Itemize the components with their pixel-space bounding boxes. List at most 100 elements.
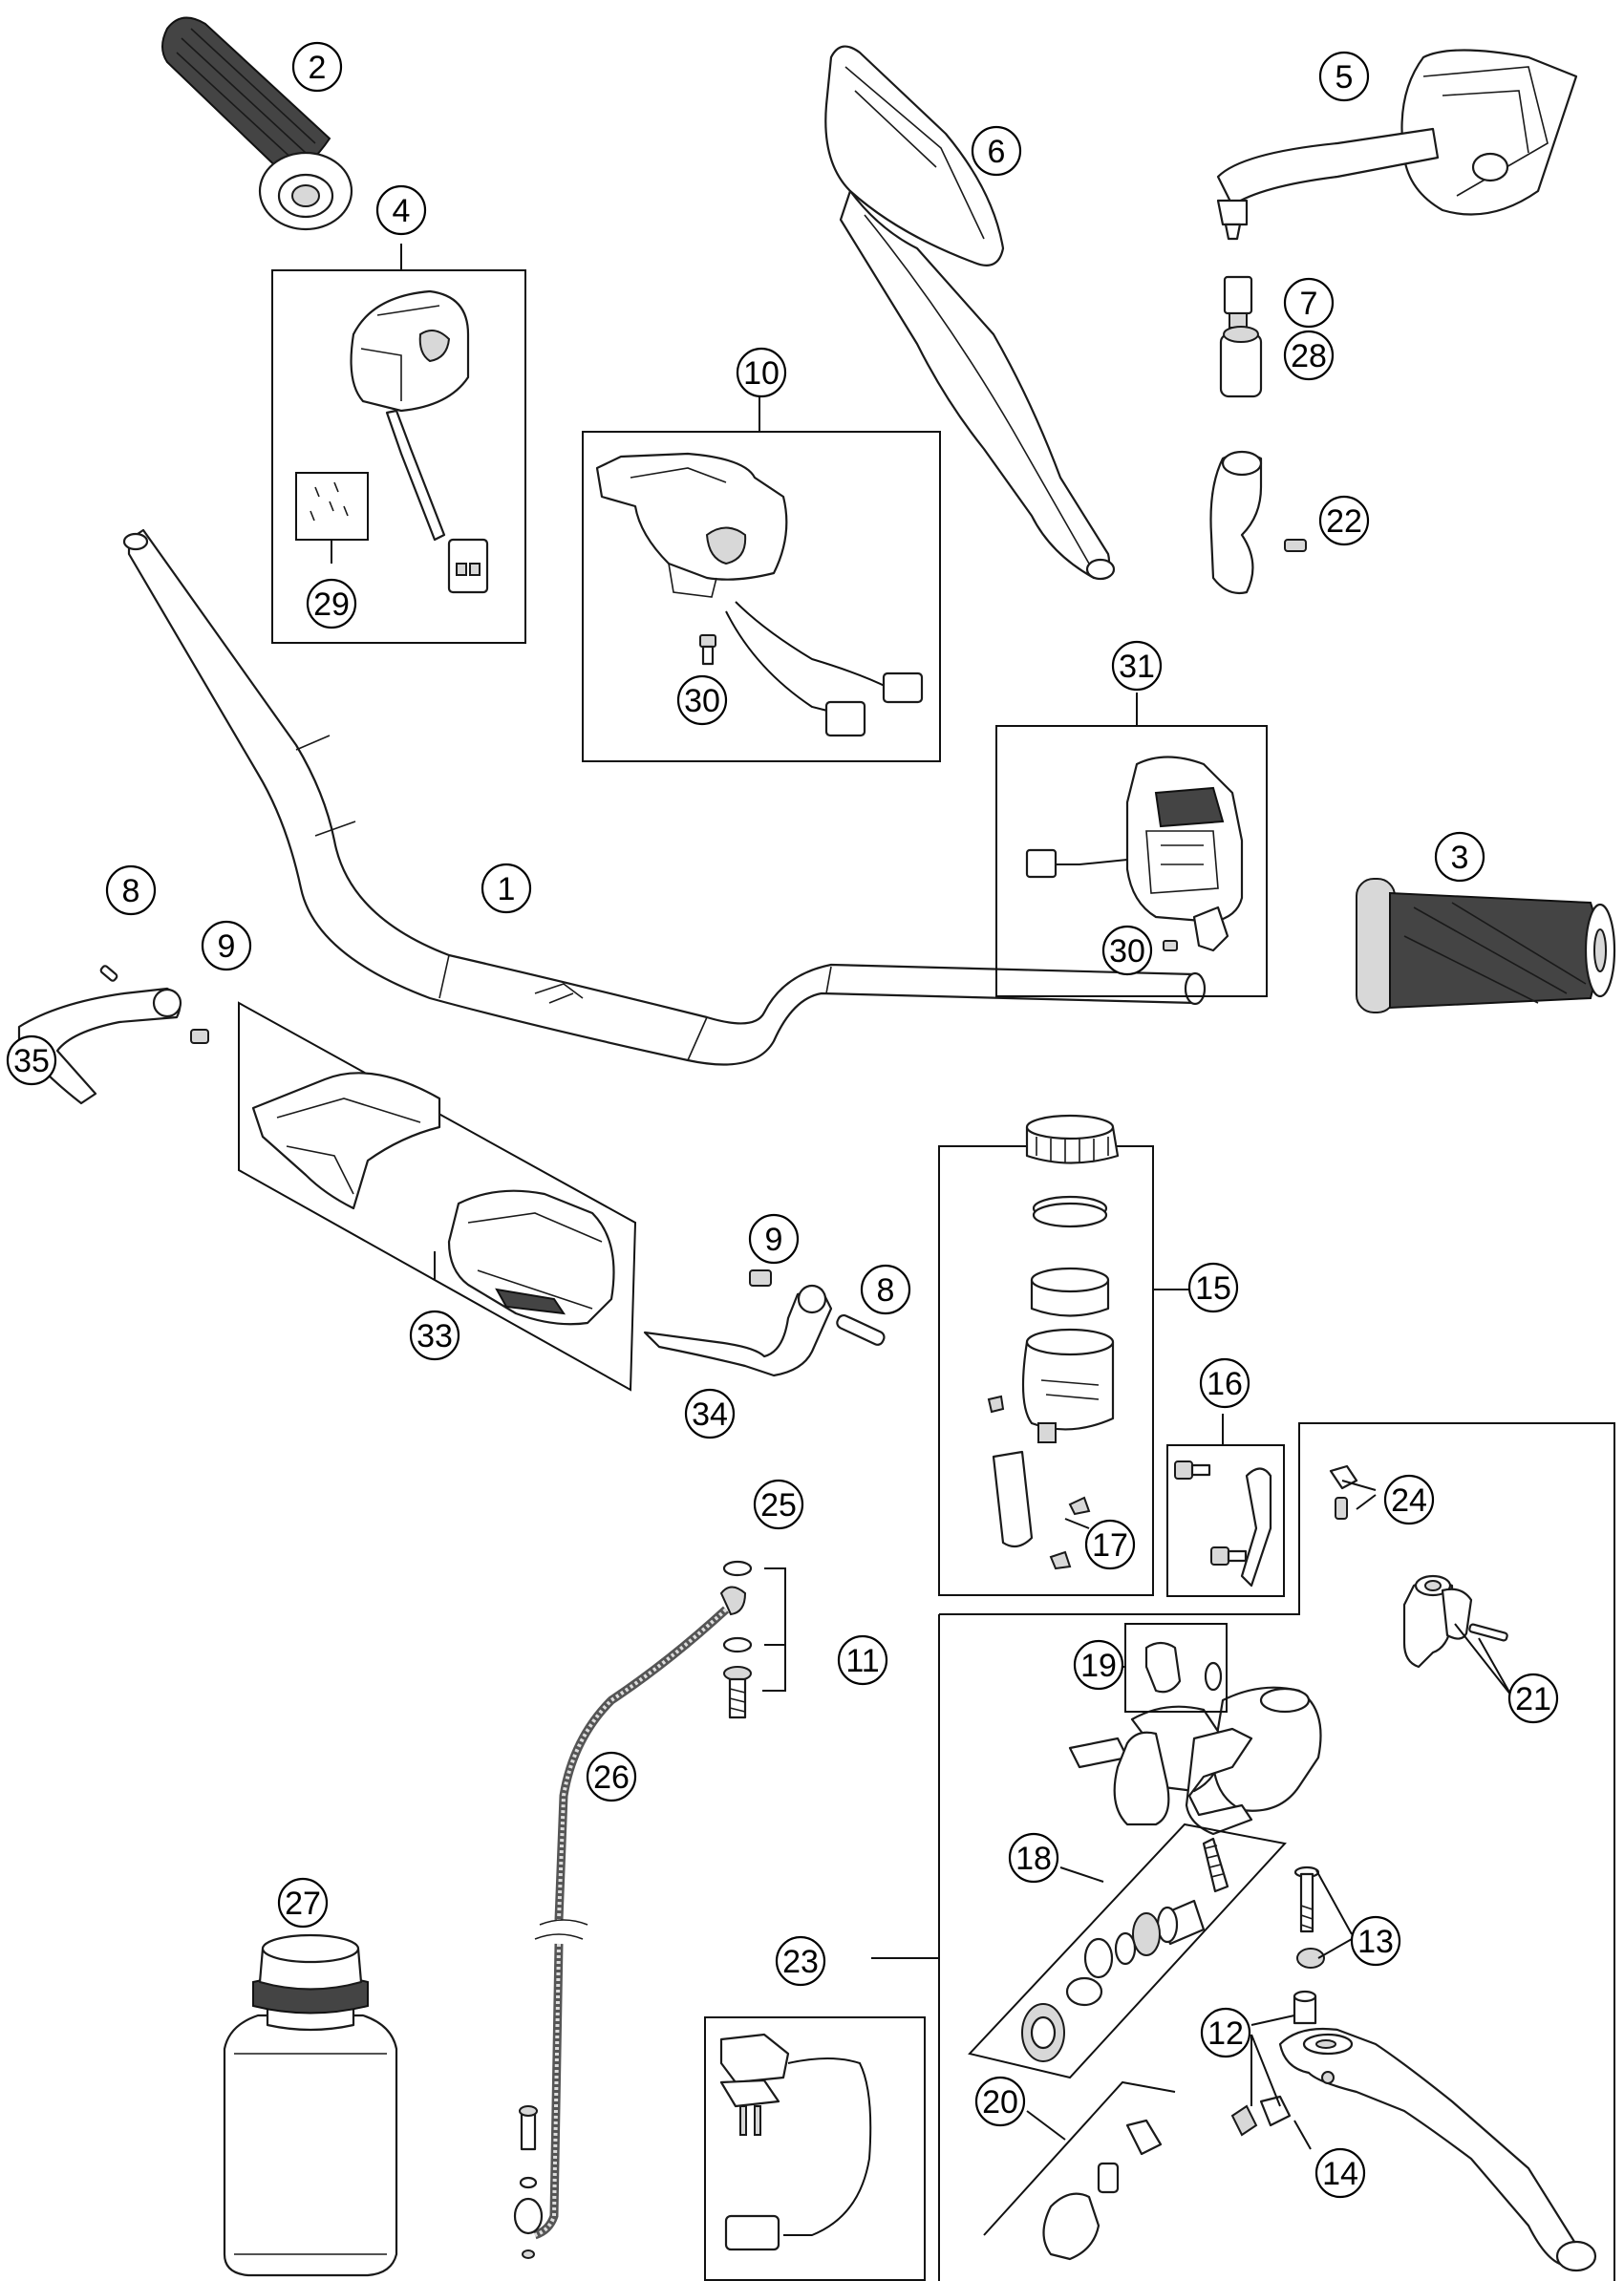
callout-20: 20 — [974, 2076, 1026, 2127]
reservoir-kit[interactable] — [938, 1114, 1189, 1596]
svg-text:8: 8 — [877, 1272, 895, 1309]
callout-26: 26 — [586, 1751, 637, 1802]
svg-text:22: 22 — [1326, 503, 1362, 540]
svg-text:26: 26 — [593, 1759, 630, 1796]
callout-16: 16 — [1199, 1357, 1250, 1409]
callout-13: 13 — [1350, 1915, 1401, 1967]
mirror-adapter[interactable] — [1223, 275, 1253, 329]
callout-3: 3 — [1434, 831, 1485, 883]
callout-35: 35 — [6, 1034, 57, 1086]
clamp-kit[interactable] — [1441, 1588, 1473, 1640]
callout-34: 34 — [684, 1388, 736, 1439]
callout-23: 23 — [775, 1935, 826, 1987]
svg-text:34: 34 — [692, 1396, 728, 1433]
handguard-bracket-right[interactable] — [643, 1269, 886, 1377]
callout-24: 24 — [1383, 1474, 1435, 1525]
callout-22: 22 — [1318, 495, 1370, 546]
callout-6: 6 — [971, 125, 1022, 177]
svg-text:9: 9 — [765, 1222, 783, 1258]
svg-text:25: 25 — [760, 1487, 797, 1524]
callout-31: 31 — [1111, 640, 1163, 692]
callout-29: 29 — [306, 578, 357, 629]
mirror-extension[interactable] — [1219, 326, 1263, 398]
callout-8-left: 8 — [105, 864, 157, 916]
svg-text:29: 29 — [313, 586, 350, 623]
callout-19: 19 — [1073, 1639, 1124, 1691]
svg-text:7: 7 — [1300, 286, 1318, 322]
switch-assembly-right[interactable] — [582, 431, 941, 762]
banjo-adapter[interactable] — [1122, 1623, 1228, 1713]
pivot-bolt[interactable] — [1293, 1865, 1325, 1969]
callout-33: 33 — [409, 1310, 460, 1361]
svg-text:20: 20 — [982, 2084, 1018, 2121]
svg-text:13: 13 — [1357, 1924, 1394, 1960]
handguard-set[interactable] — [238, 1001, 637, 1392]
callout-8-right: 8 — [860, 1264, 911, 1315]
callout-10: 10 — [736, 347, 787, 398]
piston-kit[interactable] — [968, 1823, 1287, 2079]
clamp-set[interactable] — [1166, 1414, 1285, 1597]
callout-14: 14 — [1314, 2147, 1366, 2199]
switch-assembly-left[interactable] — [271, 269, 526, 644]
svg-text:3: 3 — [1451, 840, 1469, 876]
callout-1: 1 — [481, 863, 532, 914]
start-stop-switch[interactable] — [995, 725, 1268, 997]
svg-text:35: 35 — [13, 1043, 50, 1079]
svg-text:2: 2 — [309, 50, 327, 86]
bleeder[interactable] — [1329, 1464, 1358, 1520]
clutch-line[interactable] — [513, 1586, 747, 2259]
svg-text:23: 23 — [782, 1944, 819, 1980]
left-grip[interactable] — [161, 16, 353, 231]
svg-text:19: 19 — [1080, 1648, 1117, 1684]
svg-text:16: 16 — [1207, 1366, 1243, 1402]
mirror-clamp[interactable] — [1209, 450, 1307, 595]
clutch-master-cylinder[interactable] — [938, 1422, 1615, 2281]
svg-text:14: 14 — [1322, 2156, 1358, 2192]
svg-text:21: 21 — [1515, 1681, 1551, 1717]
callout-9-left: 9 — [201, 920, 252, 971]
svg-text:27: 27 — [285, 1886, 321, 1922]
svg-text:11: 11 — [845, 1643, 879, 1679]
banjo-bolt-kit[interactable] — [722, 1560, 786, 1719]
handlebar[interactable] — [122, 528, 1207, 1066]
svg-text:9: 9 — [218, 928, 236, 965]
svg-text:28: 28 — [1291, 338, 1327, 374]
callout-21: 21 — [1507, 1673, 1559, 1724]
callout-15: 15 — [1187, 1262, 1239, 1313]
callout-25: 25 — [753, 1479, 804, 1530]
hydraulic-fluid-bottle[interactable] — [223, 1933, 398, 2277]
svg-text:1: 1 — [498, 871, 516, 907]
callout-12: 12 — [1200, 2007, 1251, 2058]
callout-28: 28 — [1283, 330, 1335, 381]
callout-30-lower: 30 — [1101, 925, 1153, 976]
svg-text:24: 24 — [1391, 1482, 1427, 1519]
svg-text:31: 31 — [1119, 649, 1155, 685]
callout-17: 17 — [1084, 1519, 1136, 1570]
svg-text:15: 15 — [1195, 1270, 1231, 1307]
callout-18: 18 — [1008, 1832, 1059, 1884]
svg-text:8: 8 — [122, 873, 140, 909]
svg-text:5: 5 — [1336, 59, 1354, 96]
callout-30-upper: 30 — [676, 674, 728, 726]
clutch-switch[interactable] — [704, 2016, 926, 2281]
svg-text:30: 30 — [684, 683, 720, 719]
callout-27: 27 — [277, 1877, 329, 1929]
lever-adapter[interactable] — [983, 2080, 1176, 2261]
svg-text:12: 12 — [1207, 2015, 1244, 2052]
svg-text:33: 33 — [417, 1318, 453, 1354]
mirror-right[interactable] — [1216, 49, 1578, 241]
mirror-left[interactable] — [824, 45, 1116, 581]
callout-5: 5 — [1318, 51, 1370, 102]
leader-lines — [400, 244, 1512, 2150]
callout-4: 4 — [375, 184, 427, 236]
svg-text:4: 4 — [393, 193, 411, 229]
right-grip[interactable] — [1356, 878, 1616, 1013]
svg-text:17: 17 — [1092, 1527, 1128, 1564]
handguard-bracket-left[interactable] — [17, 965, 209, 1105]
svg-text:10: 10 — [743, 355, 780, 392]
clutch-lever[interactable] — [1230, 1990, 1597, 2272]
callout-11: 11 — [837, 1634, 888, 1686]
callout-2: 2 — [291, 41, 343, 93]
callout-9-right: 9 — [748, 1213, 800, 1265]
